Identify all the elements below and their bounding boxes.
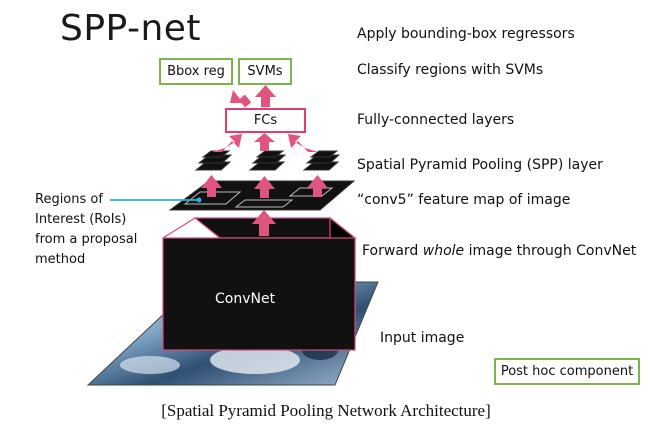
step-classify: Classify regions with SVMs [357, 62, 544, 78]
step-fc-layers: Fully-connected layers [357, 112, 515, 128]
arrow-spp-to-fc-middle [254, 133, 275, 151]
svms-label: SVMs [247, 64, 283, 79]
step-forward: Forward whole image through ConvNet [362, 243, 636, 259]
arrow-conv5-to-spp-right [307, 175, 328, 197]
step-forward-pre: Forward [362, 243, 423, 259]
post-hoc-box: Post hoc component [494, 358, 640, 385]
step-forward-post: image through ConvNet [464, 243, 637, 259]
convnet-block [162, 216, 357, 351]
rois-line-4: method [35, 252, 86, 267]
spp-pyramid-left [194, 150, 233, 171]
step-input-image: Input image [380, 330, 465, 346]
arrow-spp-to-fc-right [288, 134, 318, 152]
roi-pointer [110, 197, 202, 203]
rois-label: Regions of Interest (RoIs) from a propos… [35, 190, 155, 270]
bbox-reg-box: Bbox reg [159, 58, 233, 85]
slide-title: SPP-net [60, 8, 202, 49]
rois-line-2: Interest (RoIs) [35, 212, 127, 227]
fcs-box: FCs [225, 108, 306, 133]
convnet-label: ConvNet [215, 291, 276, 307]
arrow-conv5-to-spp-middle [254, 176, 275, 198]
step-spp-layer: Spatial Pyramid Pooling (SPP) layer [357, 157, 603, 173]
step-forward-emphasis: whole [422, 243, 465, 259]
arrow-fc-to-svms [255, 85, 276, 107]
step-conv5: “conv5” feature map of image [357, 192, 571, 208]
rois-line-1: Regions of [35, 192, 103, 207]
svms-box: SVMs [238, 58, 292, 85]
step-apply-bbox: Apply bounding-box regressors [357, 26, 575, 42]
flow-arrows [201, 85, 328, 236]
spp-pyramid-right [302, 150, 341, 171]
arrow-spp-to-fc-left [212, 134, 242, 152]
rois-line-3: from a proposal [35, 232, 138, 247]
bbox-reg-label: Bbox reg [167, 64, 225, 79]
figure-caption: [Spatial Pyramid Pooling Network Archite… [161, 401, 491, 420]
post-hoc-label: Post hoc component [500, 364, 634, 379]
arrow-convnet-to-conv5 [252, 210, 276, 236]
spp-pyramid-middle [248, 150, 287, 171]
arrow-conv5-to-spp-left [201, 175, 222, 197]
fcs-label: FCs [253, 113, 278, 128]
arrow-fc-to-bbox [230, 90, 252, 108]
